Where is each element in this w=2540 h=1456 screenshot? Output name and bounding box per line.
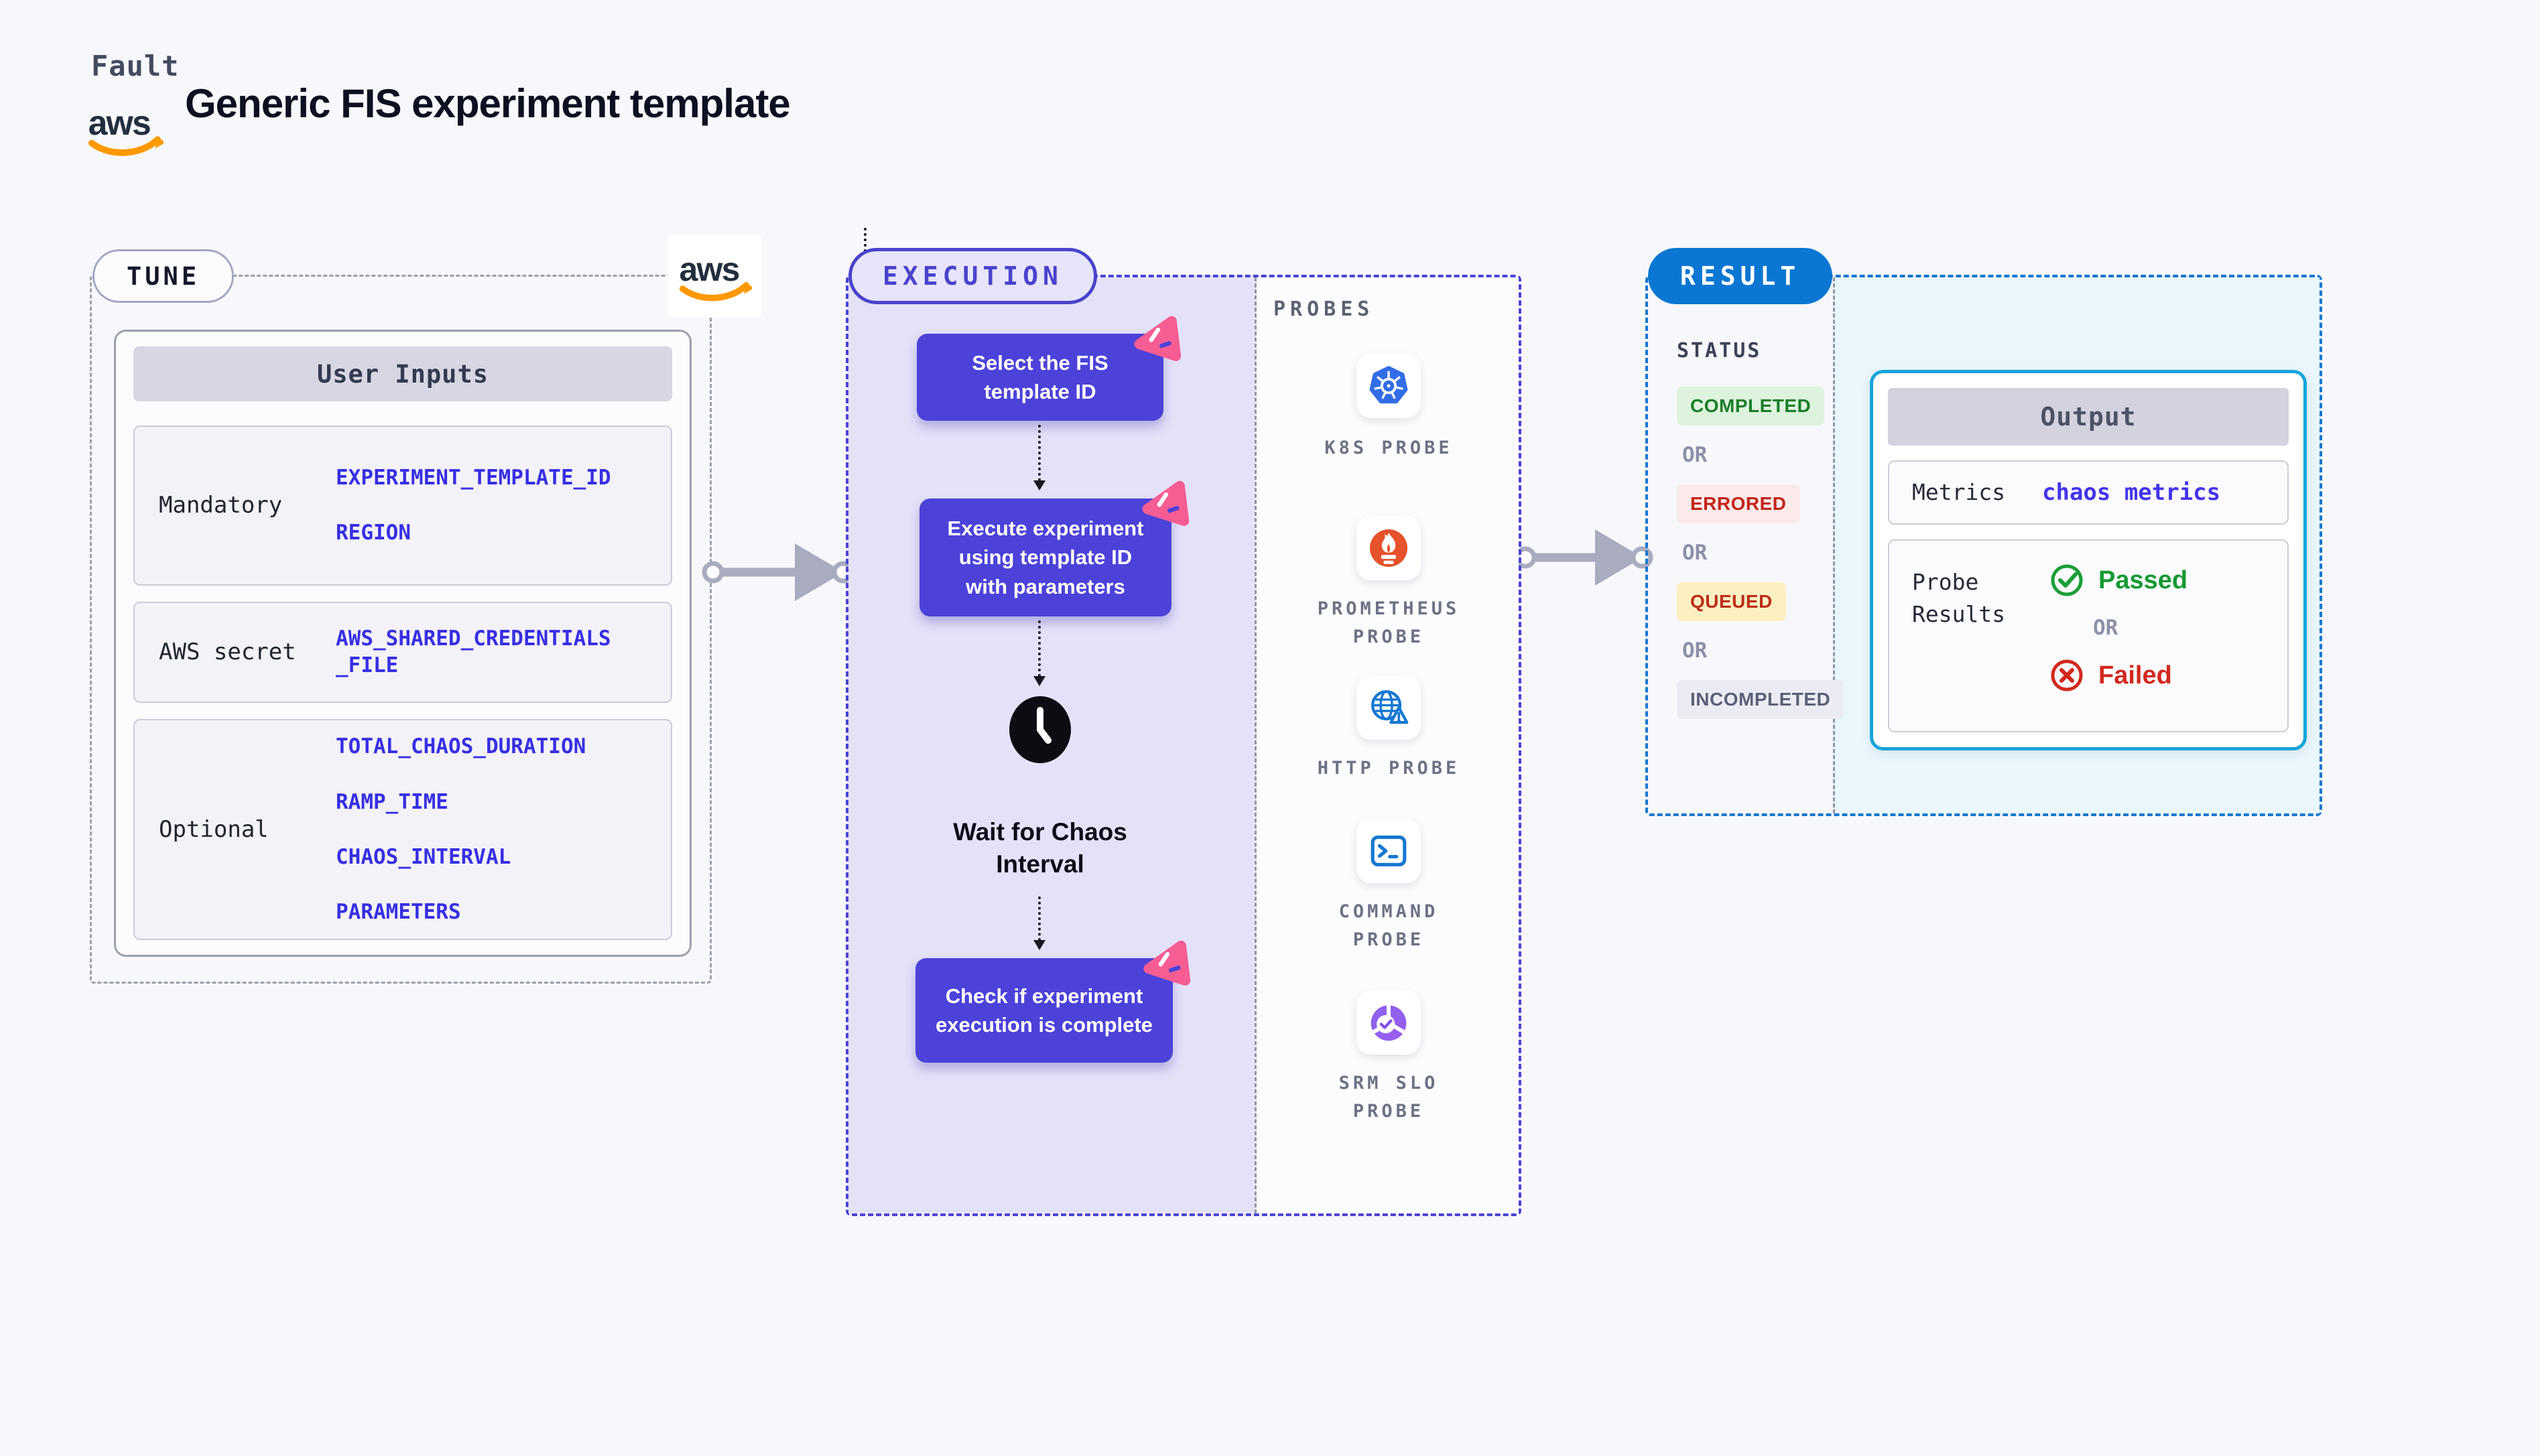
probe-card-prometheus (1356, 516, 1421, 580)
table-row-mandatory: Mandatory EXPERIMENT_TEMPLATE_ID REGION (133, 425, 672, 586)
input-variable: TOTAL_CHAOS_DURATION (336, 734, 586, 759)
probe-card-k8s (1356, 354, 1421, 418)
probes-panel (1257, 277, 1519, 1213)
passed-label: Passed (2098, 566, 2188, 594)
probe-card-srm-slo (1356, 990, 1421, 1055)
probe-label: COMMAND PROBE (1338, 901, 1439, 950)
output-header: Output (1888, 388, 2289, 446)
row-values: TOTAL_CHAOS_DURATION RAMP_TIME CHAOS_INT… (336, 720, 671, 939)
input-variable: REGION (336, 521, 411, 545)
status-badge-incompleted: INCOMPLETED (1677, 680, 1844, 719)
row-label: Mandatory (159, 492, 283, 519)
aws-logo-tune-corner: aws (668, 235, 761, 318)
status-badge-queued: QUEUED (1677, 582, 1786, 621)
input-variable: AWS_SHARED_CREDENTIALS _FILE (336, 626, 611, 678)
dotted-arrow (1033, 425, 1045, 490)
input-variable: RAMP_TIME (336, 789, 448, 814)
probe-label: SRM SLO PROBE (1338, 1073, 1439, 1122)
wait-interval-label: Wait for Chaos Interval (953, 818, 1127, 878)
row-label: AWS secret (159, 639, 296, 666)
probe-results-row: Probe Results Passed OR Faile (1888, 539, 2289, 732)
flow-node-check-complete: Check if experiment execution is complet… (915, 940, 1191, 1063)
x-circle-icon (2051, 659, 2083, 691)
table-row-aws-secret: AWS secret AWS_SHARED_CREDENTIALS _FILE (133, 601, 672, 703)
status-header: STATUS (1677, 339, 1762, 362)
experiment-flask-icon (1143, 940, 1191, 986)
prometheus-icon (1369, 529, 1408, 568)
node-label: Select the FIS template ID (972, 350, 1108, 403)
aws-smile-icon (679, 282, 750, 302)
status-badge-errored: ERRORED (1677, 484, 1800, 523)
flow-node-select-template: Select the FIS template ID (917, 316, 1182, 421)
slo-donut-icon (1371, 1004, 1407, 1041)
table-row-optional: Optional TOTAL_CHAOS_DURATION RAMP_TIME … (133, 718, 672, 940)
connector-stub (864, 228, 867, 252)
execution-pill-label: EXECUTION (883, 261, 1063, 291)
or-separator: OR (1682, 541, 1708, 565)
svg-text:aws: aws (679, 251, 739, 288)
input-variable: CHAOS_INTERVAL (336, 844, 511, 869)
probe-results-values: Passed OR Failed (2039, 562, 2187, 710)
result-pill: RESULT (1648, 248, 1833, 304)
flow-node-execute-experiment: Execute experiment using template ID wit… (919, 480, 1190, 616)
dotted-arrow (1033, 897, 1045, 950)
experiment-flask-icon (1142, 480, 1190, 526)
status-column: STATUS COMPLETED OR ERRORED OR QUEUED OR… (1677, 339, 1844, 719)
http-globe-icon (1371, 690, 1409, 724)
metrics-label: Metrics (1912, 479, 2006, 506)
probe-card-http (1356, 675, 1421, 740)
row-label: Optional (159, 815, 269, 843)
probe-label: HTTP PROBE (1317, 758, 1460, 779)
passed-result: Passed (2049, 562, 2187, 598)
probe-results-label: Probe Results (1912, 569, 2006, 627)
result-pill-label: RESULT (1680, 261, 1801, 291)
user-inputs-header: User Inputs (133, 346, 672, 401)
probe-card-command (1356, 819, 1421, 883)
experiment-flask-icon (1134, 316, 1182, 361)
aws-logo-text: aws (88, 103, 150, 142)
probes-divider (1255, 277, 1257, 1213)
tune-section (90, 275, 712, 984)
node-label: Execute experiment using template ID wit… (947, 516, 1144, 598)
status-badge-completed: COMPLETED (1677, 387, 1825, 425)
or-separator: OR (2093, 616, 2118, 640)
metrics-value: chaos metrics (2042, 479, 2221, 506)
arrow-execution-to-result (1515, 529, 1653, 586)
node-label: Check if experiment execution is complet… (936, 984, 1153, 1037)
execution-pill: EXECUTION (848, 248, 1097, 304)
probe-label: K8S PROBE (1324, 438, 1453, 458)
aws-logo: aws (679, 251, 752, 302)
output-card: Output Metrics chaos metrics Probe Resul… (1870, 370, 2307, 750)
probe-label: PROMETHEUS PROBE (1317, 598, 1460, 647)
aws-logo: aws (88, 103, 164, 156)
kubernetes-icon (1369, 366, 1408, 404)
input-variable: EXPERIMENT_TEMPLATE_ID (336, 466, 611, 490)
tune-pill: TUNE (92, 249, 235, 303)
failed-result: Failed (2049, 657, 2187, 693)
tune-pill-label: TUNE (127, 261, 200, 291)
terminal-icon (1371, 836, 1407, 866)
arrow-tune-to-execution (702, 543, 854, 601)
failed-label: Failed (2098, 661, 2172, 689)
or-separator: OR (1682, 443, 1708, 467)
row-values: EXPERIMENT_TEMPLATE_ID REGION (336, 427, 671, 584)
row-values: AWS_SHARED_CREDENTIALS _FILE (336, 603, 671, 702)
aws-smile-icon (88, 136, 161, 156)
check-circle-icon (2051, 564, 2083, 596)
page-title: Generic FIS experiment template (185, 81, 791, 126)
probes-header: PROBES (1273, 297, 1375, 321)
user-inputs-table: User Inputs Mandatory EXPERIMENT_TEMPLAT… (114, 330, 692, 957)
or-separator: OR (1682, 639, 1708, 663)
fault-eyebrow: Fault (91, 50, 180, 82)
metrics-row: Metrics chaos metrics (1888, 460, 2289, 525)
clock-icon (1009, 696, 1071, 763)
dotted-arrow (1033, 620, 1045, 686)
input-variable: PARAMETERS (336, 900, 461, 925)
